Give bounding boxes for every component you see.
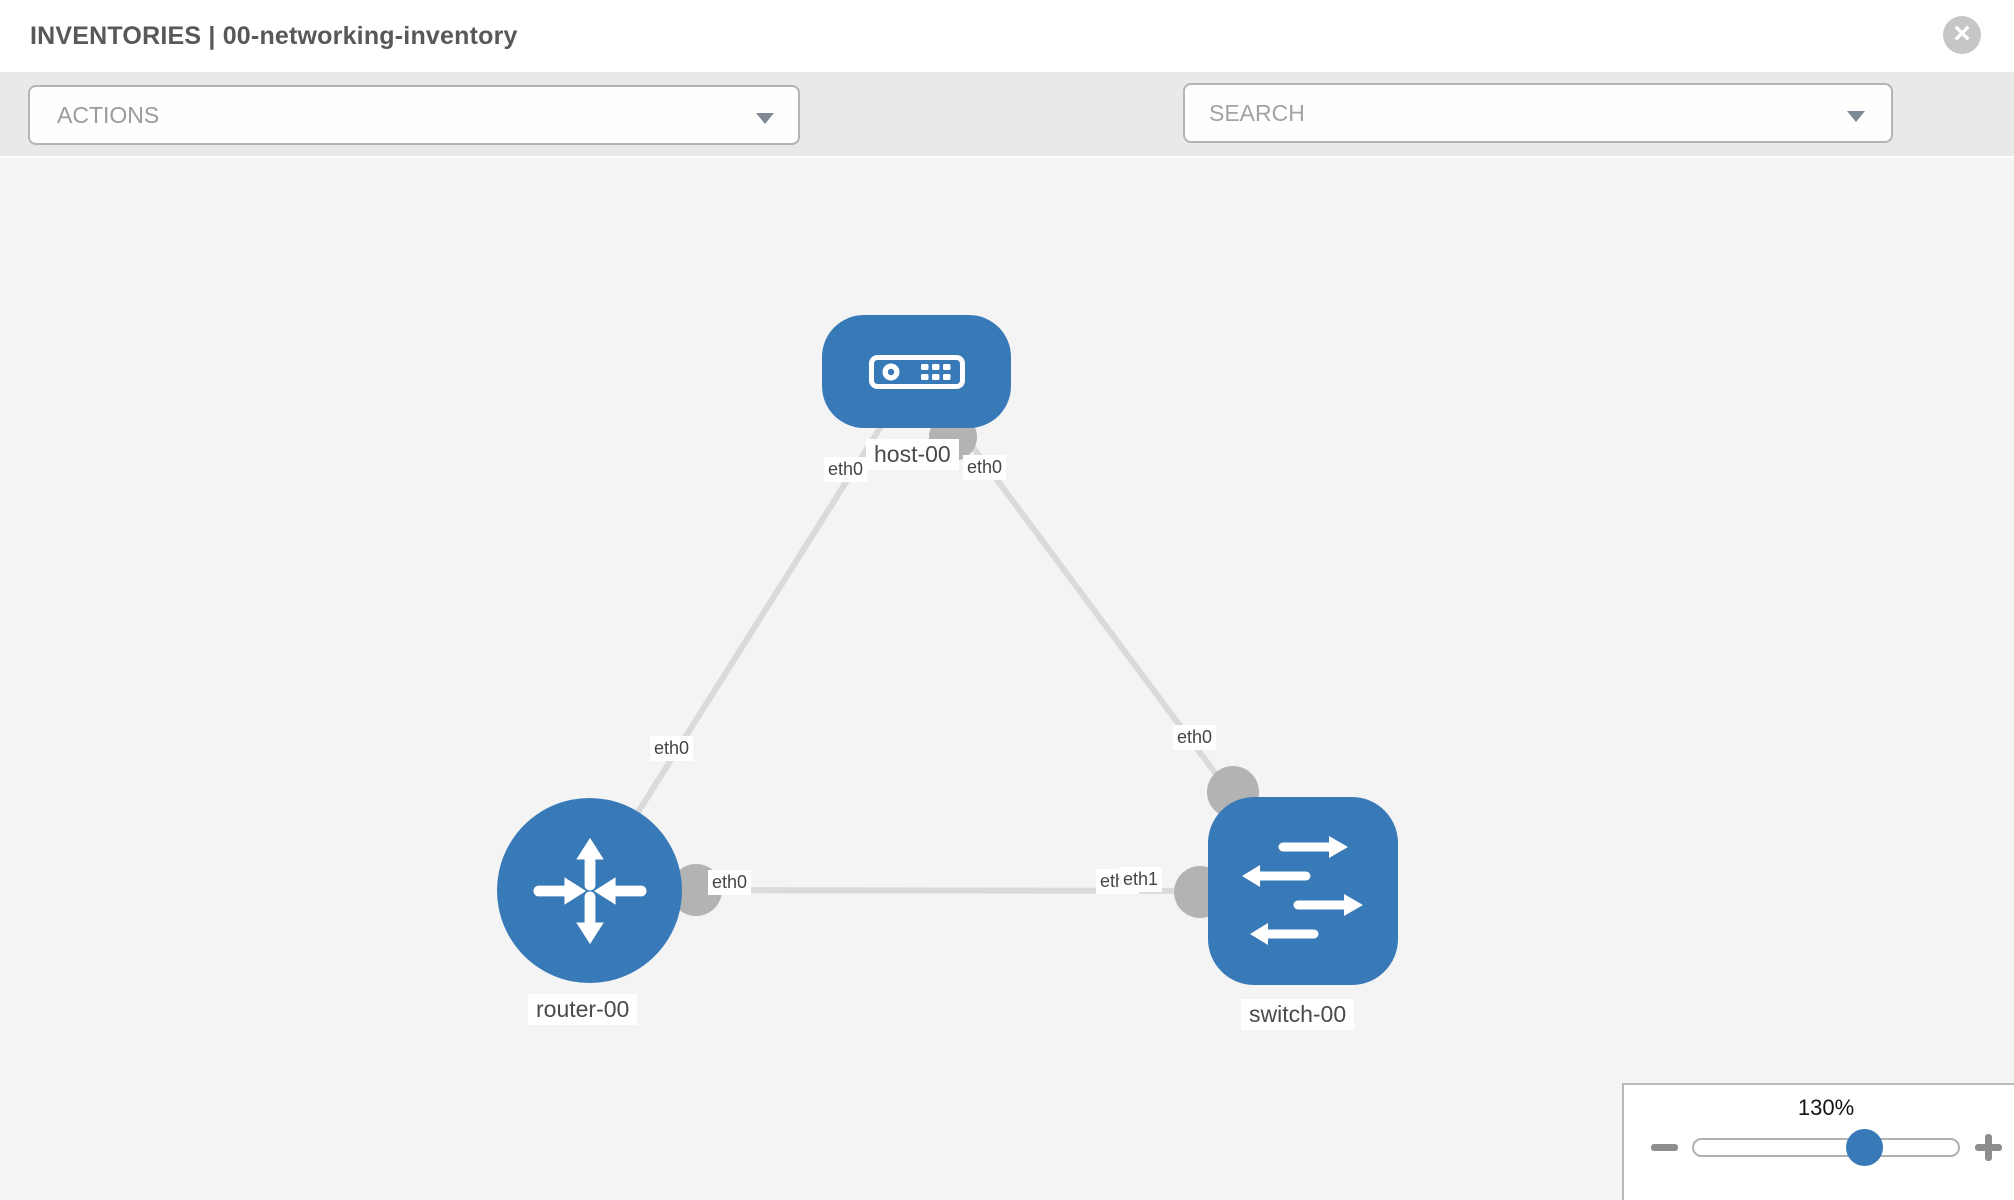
actions-dropdown[interactable]: ACTIONS bbox=[28, 85, 800, 145]
node-host-00[interactable] bbox=[822, 315, 1011, 428]
interface-label: eth0 bbox=[650, 736, 694, 761]
search-placeholder: SEARCH bbox=[1209, 100, 1305, 126]
links-layer bbox=[586, 369, 1306, 918]
actions-dropdown-label: ACTIONS bbox=[57, 102, 160, 128]
host-icon bbox=[868, 354, 965, 389]
switch-icon bbox=[1242, 836, 1363, 945]
chevron-down-icon bbox=[1847, 111, 1865, 122]
toolbar: ACTIONS SEARCH bbox=[0, 72, 2014, 202]
interface-label: eth0 bbox=[708, 870, 752, 895]
search-dropdown[interactable]: SEARCH bbox=[1183, 83, 1893, 143]
plus-icon bbox=[1985, 1134, 1992, 1161]
interface-label: eth0 bbox=[1173, 725, 1217, 750]
zoom-slider-thumb[interactable] bbox=[1846, 1129, 1883, 1166]
router-icon bbox=[532, 837, 647, 944]
node-label-switch: switch-00 bbox=[1241, 999, 1355, 1030]
interface-label: eth0 bbox=[963, 455, 1007, 480]
close-icon: × bbox=[1953, 17, 1971, 50]
node-label-router: router-00 bbox=[528, 994, 638, 1025]
chevron-down-icon bbox=[756, 113, 774, 124]
zoom-out-button[interactable] bbox=[1651, 1144, 1678, 1151]
node-switch-00[interactable] bbox=[1208, 797, 1398, 985]
zoom-in-button[interactable] bbox=[1975, 1134, 2002, 1161]
node-label-host: host-00 bbox=[866, 439, 959, 470]
zoom-slider[interactable] bbox=[1692, 1138, 1960, 1157]
interface-label: eth1 bbox=[1119, 867, 1163, 892]
page-title: INVENTORIES | 00-networking-inventory bbox=[30, 22, 518, 50]
close-button[interactable]: × bbox=[1943, 16, 1981, 54]
interface-label: eth0 bbox=[824, 457, 868, 482]
header: INVENTORIES | 00-networking-inventory × bbox=[0, 0, 2014, 72]
node-router-00[interactable] bbox=[497, 798, 682, 983]
topology-canvas[interactable]: eth0 eth0 eth0 eth0 eth0 eth0 eth1 host-… bbox=[0, 158, 2014, 1200]
zoom-panel: 130% bbox=[1622, 1083, 2014, 1200]
zoom-level: 130% bbox=[1797, 1095, 1855, 1120]
